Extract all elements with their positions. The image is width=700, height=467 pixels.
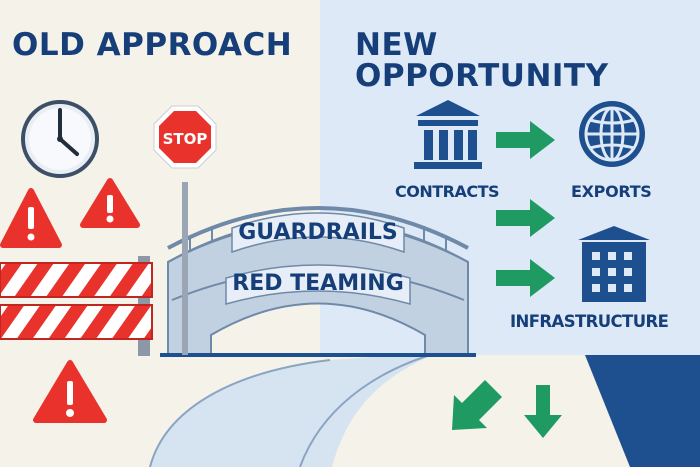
stop-sign-label: STOP [163, 130, 208, 148]
clock-icon [21, 100, 99, 178]
government-building-icon [414, 100, 482, 169]
arrow-right-icon [496, 121, 555, 159]
barricade [0, 256, 153, 356]
warning-icon [80, 178, 140, 228]
red-teaming-banner [225, 264, 411, 305]
warning-icon [0, 188, 62, 248]
arrow-right-icon [496, 259, 555, 297]
guardrails-banner [231, 212, 405, 254]
bridge: GUARDRAILS RED TEAMING [160, 206, 476, 357]
old-approach-heading: OLD APPROACH [12, 27, 293, 63]
navy-corner-block [585, 355, 700, 467]
contracts-label: CONTRACTS [395, 182, 500, 201]
warning-icon [33, 360, 107, 423]
globe-icon [579, 101, 645, 167]
new-opportunity-heading: NEW OPPORTUNITY [355, 27, 609, 94]
stop-sign: STOP [153, 105, 217, 355]
arrow-down-icon [524, 385, 562, 438]
guardrails-label: GUARDRAILS [238, 220, 398, 245]
arrow-down-left-icon [452, 380, 502, 430]
exports-label: EXPORTS [571, 182, 652, 201]
infrastructure-label: INFRASTRUCTURE [510, 312, 669, 331]
red-teaming-label: RED TEAMING [232, 271, 404, 296]
office-building-icon [578, 226, 650, 302]
road [149, 351, 441, 467]
arrow-right-icon [496, 199, 555, 237]
